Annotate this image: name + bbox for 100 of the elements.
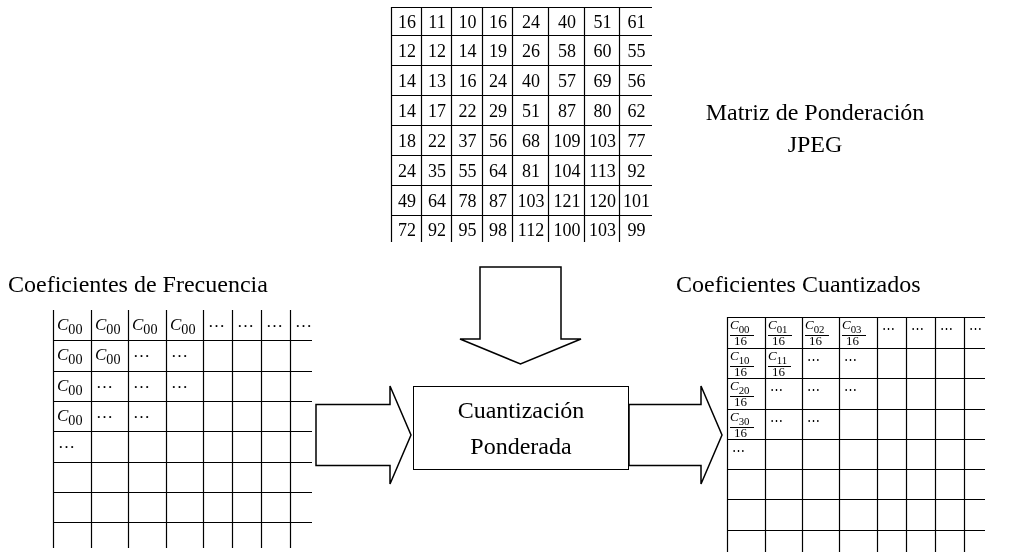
- matrix-value: 95: [457, 220, 478, 239]
- ellipsis: ⋯: [807, 383, 820, 396]
- matrix-value: 16: [457, 72, 478, 90]
- fraction-numerator: C$_{11}$: [768, 349, 792, 368]
- ellipsis: ⋯: [969, 322, 982, 335]
- matrix-value: 87: [488, 192, 508, 210]
- fraction-numerator: C$_{30}$: [730, 410, 754, 429]
- matrix-value: 55: [457, 162, 478, 180]
- coefficient-symbol: C$_{00}$: [132, 316, 158, 337]
- matrix-value: 61: [626, 13, 647, 31]
- ellipsis: ⋯: [882, 322, 895, 335]
- fraction-denominator: 16: [734, 365, 747, 378]
- ellipsis: ⋯: [770, 383, 783, 396]
- frequency-coefficient-table: [53, 310, 312, 548]
- matrix-value: 99: [626, 220, 647, 239]
- block-arrow: [628, 385, 723, 485]
- matrix-value: 17: [427, 102, 447, 120]
- matrix-value: 18: [397, 132, 417, 150]
- ellipsis: …: [58, 434, 75, 451]
- matrix-value: 104: [552, 162, 582, 180]
- matrix-value: 64: [427, 192, 447, 210]
- matrix-value: 58: [557, 42, 577, 60]
- ellipsis: ⋯: [807, 414, 820, 427]
- process-label: Cuantización Ponderada: [456, 396, 586, 461]
- matrix-value: 56: [626, 72, 647, 90]
- matrix-value: 55: [626, 42, 647, 60]
- matrix-value: 103: [516, 192, 546, 210]
- matrix-value: 11: [427, 13, 447, 31]
- matrix-value: 51: [521, 102, 541, 120]
- matrix-value: 14: [397, 102, 417, 120]
- ellipsis: …: [295, 313, 312, 330]
- ellipsis: …: [96, 374, 113, 391]
- table-heading: Coeficientes de Frecuencia: [8, 270, 269, 299]
- matrix-value: 22: [457, 102, 478, 120]
- coefficient-symbol: C$_{00}$: [170, 316, 196, 337]
- matrix-value: 72: [397, 220, 417, 239]
- fraction-numerator: C$_{20}$: [730, 379, 754, 398]
- matrix-value: 10: [457, 13, 478, 31]
- table-heading: Matriz de Ponderación JPEG: [704, 98, 926, 159]
- coefficient-symbol: C$_{00}$: [57, 346, 83, 367]
- quantized-coefficient-table: [727, 317, 985, 552]
- matrix-value: 120: [588, 192, 617, 210]
- ellipsis: ⋯: [911, 322, 924, 335]
- fraction-numerator: C$_{03}$: [842, 318, 866, 337]
- matrix-value: 29: [488, 102, 508, 120]
- matrix-value: 19: [488, 42, 508, 60]
- matrix-value: 14: [457, 42, 478, 60]
- ellipsis: …: [208, 313, 225, 330]
- matrix-value: 16: [488, 13, 508, 31]
- matrix-value: 24: [397, 162, 417, 180]
- ellipsis: ⋯: [807, 353, 820, 366]
- ellipsis: ⋯: [732, 444, 745, 457]
- matrix-value: 56: [488, 132, 508, 150]
- matrix-value: 62: [626, 102, 647, 120]
- matrix-value: 103: [588, 220, 617, 239]
- matrix-value: 98: [488, 220, 508, 239]
- matrix-value: 22: [427, 132, 447, 150]
- ellipsis: …: [133, 404, 150, 421]
- matrix-value: 12: [427, 42, 447, 60]
- coefficient-symbol: C$_{00}$: [95, 316, 121, 337]
- matrix-value: 101: [622, 192, 651, 210]
- ellipsis: …: [133, 374, 150, 391]
- matrix-value: 64: [488, 162, 508, 180]
- matrix-value: 40: [521, 72, 541, 90]
- ellipsis: ⋯: [844, 383, 857, 396]
- matrix-value: 92: [427, 220, 447, 239]
- ellipsis: …: [171, 374, 188, 391]
- coefficient-symbol: C$_{00}$: [57, 316, 83, 337]
- matrix-value: 13: [427, 72, 447, 90]
- table-heading: Coeficientes Cuantizados: [676, 270, 922, 299]
- ellipsis: …: [96, 404, 113, 421]
- matrix-value: 77: [626, 132, 647, 150]
- matrix-value: 112: [516, 220, 546, 239]
- fraction-denominator: 16: [734, 395, 747, 408]
- fraction-denominator: 16: [772, 334, 785, 347]
- fraction-denominator: 16: [809, 334, 822, 347]
- fraction-denominator: 16: [734, 334, 747, 347]
- ellipsis: …: [171, 343, 188, 360]
- matrix-value: 40: [557, 13, 577, 31]
- fraction-numerator: C$_{10}$: [730, 349, 754, 368]
- fraction-denominator: 16: [772, 365, 785, 378]
- fraction-denominator: 16: [846, 334, 859, 347]
- matrix-value: 109: [552, 132, 582, 150]
- ellipsis: ⋯: [844, 353, 857, 366]
- matrix-value: 100: [552, 220, 582, 239]
- matrix-value: 68: [521, 132, 541, 150]
- matrix-value: 69: [592, 72, 613, 90]
- matrix-value: 12: [397, 42, 417, 60]
- block-arrow: [315, 385, 412, 485]
- matrix-value: 14: [397, 72, 417, 90]
- matrix-value: 80: [592, 102, 613, 120]
- matrix-value: 121: [552, 192, 582, 210]
- matrix-value: 24: [488, 72, 508, 90]
- coefficient-symbol: C$_{00}$: [57, 377, 83, 398]
- fraction-denominator: 16: [734, 426, 747, 439]
- ellipsis: ⋯: [770, 414, 783, 427]
- matrix-value: 51: [592, 13, 613, 31]
- coefficient-symbol: C$_{00}$: [57, 407, 83, 428]
- matrix-value: 87: [557, 102, 577, 120]
- matrix-value: 16: [397, 13, 417, 31]
